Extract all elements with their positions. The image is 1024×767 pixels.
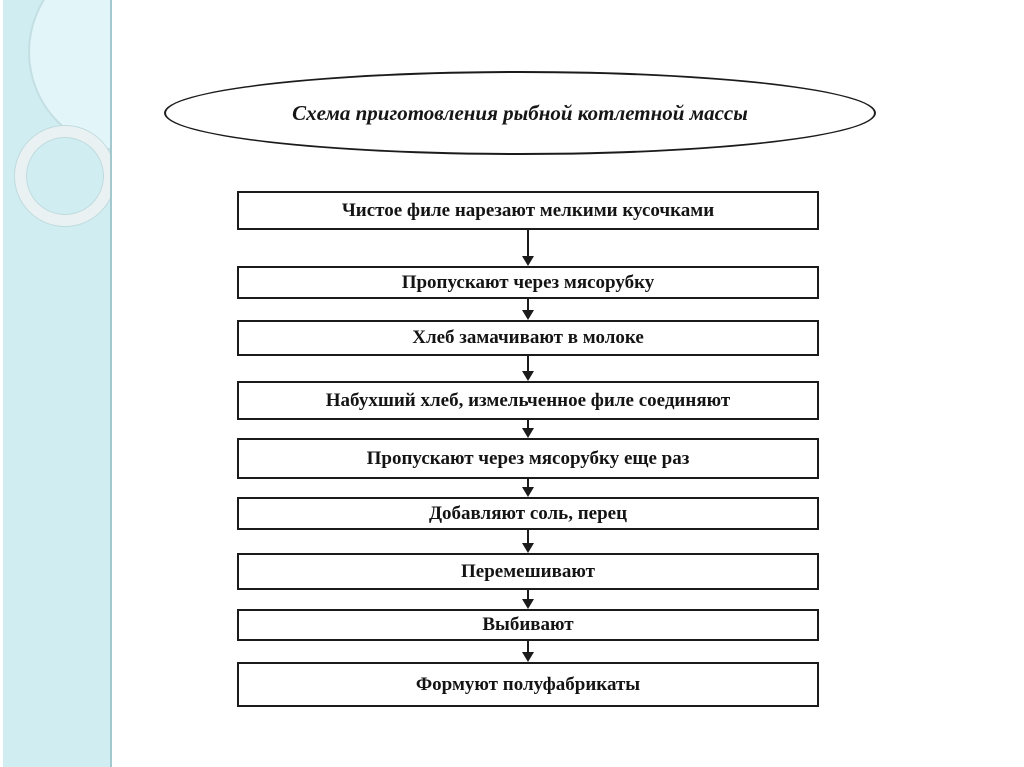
flow-step-label: Пропускают через мясорубку: [401, 271, 655, 293]
flowchart: Чистое филе нарезают мелкими кусочками П…: [237, 191, 819, 707]
flow-step-1: Чистое филе нарезают мелкими кусочками: [237, 191, 819, 230]
down-arrow: [237, 641, 819, 662]
decor-ring: [15, 126, 110, 226]
down-arrow: [237, 299, 819, 320]
flow-step-label: Чистое филе нарезают мелкими кусочками: [341, 199, 715, 221]
flow-step-4: Набухший хлеб, измельченное филе соединя…: [237, 381, 819, 420]
title-ellipse: Схема приготовления рыбной котлетной мас…: [164, 71, 876, 155]
flow-step-6: Добавляют соль, перец: [237, 497, 819, 530]
flow-step-8: Выбивают: [237, 609, 819, 641]
flow-step-7: Перемешивают: [237, 553, 819, 590]
down-arrow: [237, 230, 819, 266]
flow-step-label: Хлеб замачивают в молоке: [412, 327, 644, 348]
down-arrow: [237, 356, 819, 381]
flow-step-label: Формуют полуфабрикаты: [415, 673, 641, 695]
side-strip: [3, 0, 112, 767]
flow-step-label: Выбивают: [482, 614, 574, 635]
flow-step-5: Пропускают через мясорубку еще раз: [237, 438, 819, 479]
flow-step-label: Пропускают через мясорубку еще раз: [366, 447, 690, 469]
flow-step-2: Пропускают через мясорубку: [237, 266, 819, 299]
flow-step-label: Перемешивают: [461, 560, 595, 582]
flow-step-3: Хлеб замачивают в молоке: [237, 320, 819, 356]
down-arrow: [237, 530, 819, 553]
down-arrow: [237, 479, 819, 497]
slide-title: Схема приготовления рыбной котлетной мас…: [292, 100, 748, 125]
down-arrow: [237, 590, 819, 609]
flow-step-label: Набухший хлеб, измельченное филе соединя…: [325, 389, 731, 411]
flow-step-label: Добавляют соль, перец: [428, 502, 628, 524]
flow-step-9: Формуют полуфабрикаты: [237, 662, 819, 707]
down-arrow: [237, 420, 819, 438]
